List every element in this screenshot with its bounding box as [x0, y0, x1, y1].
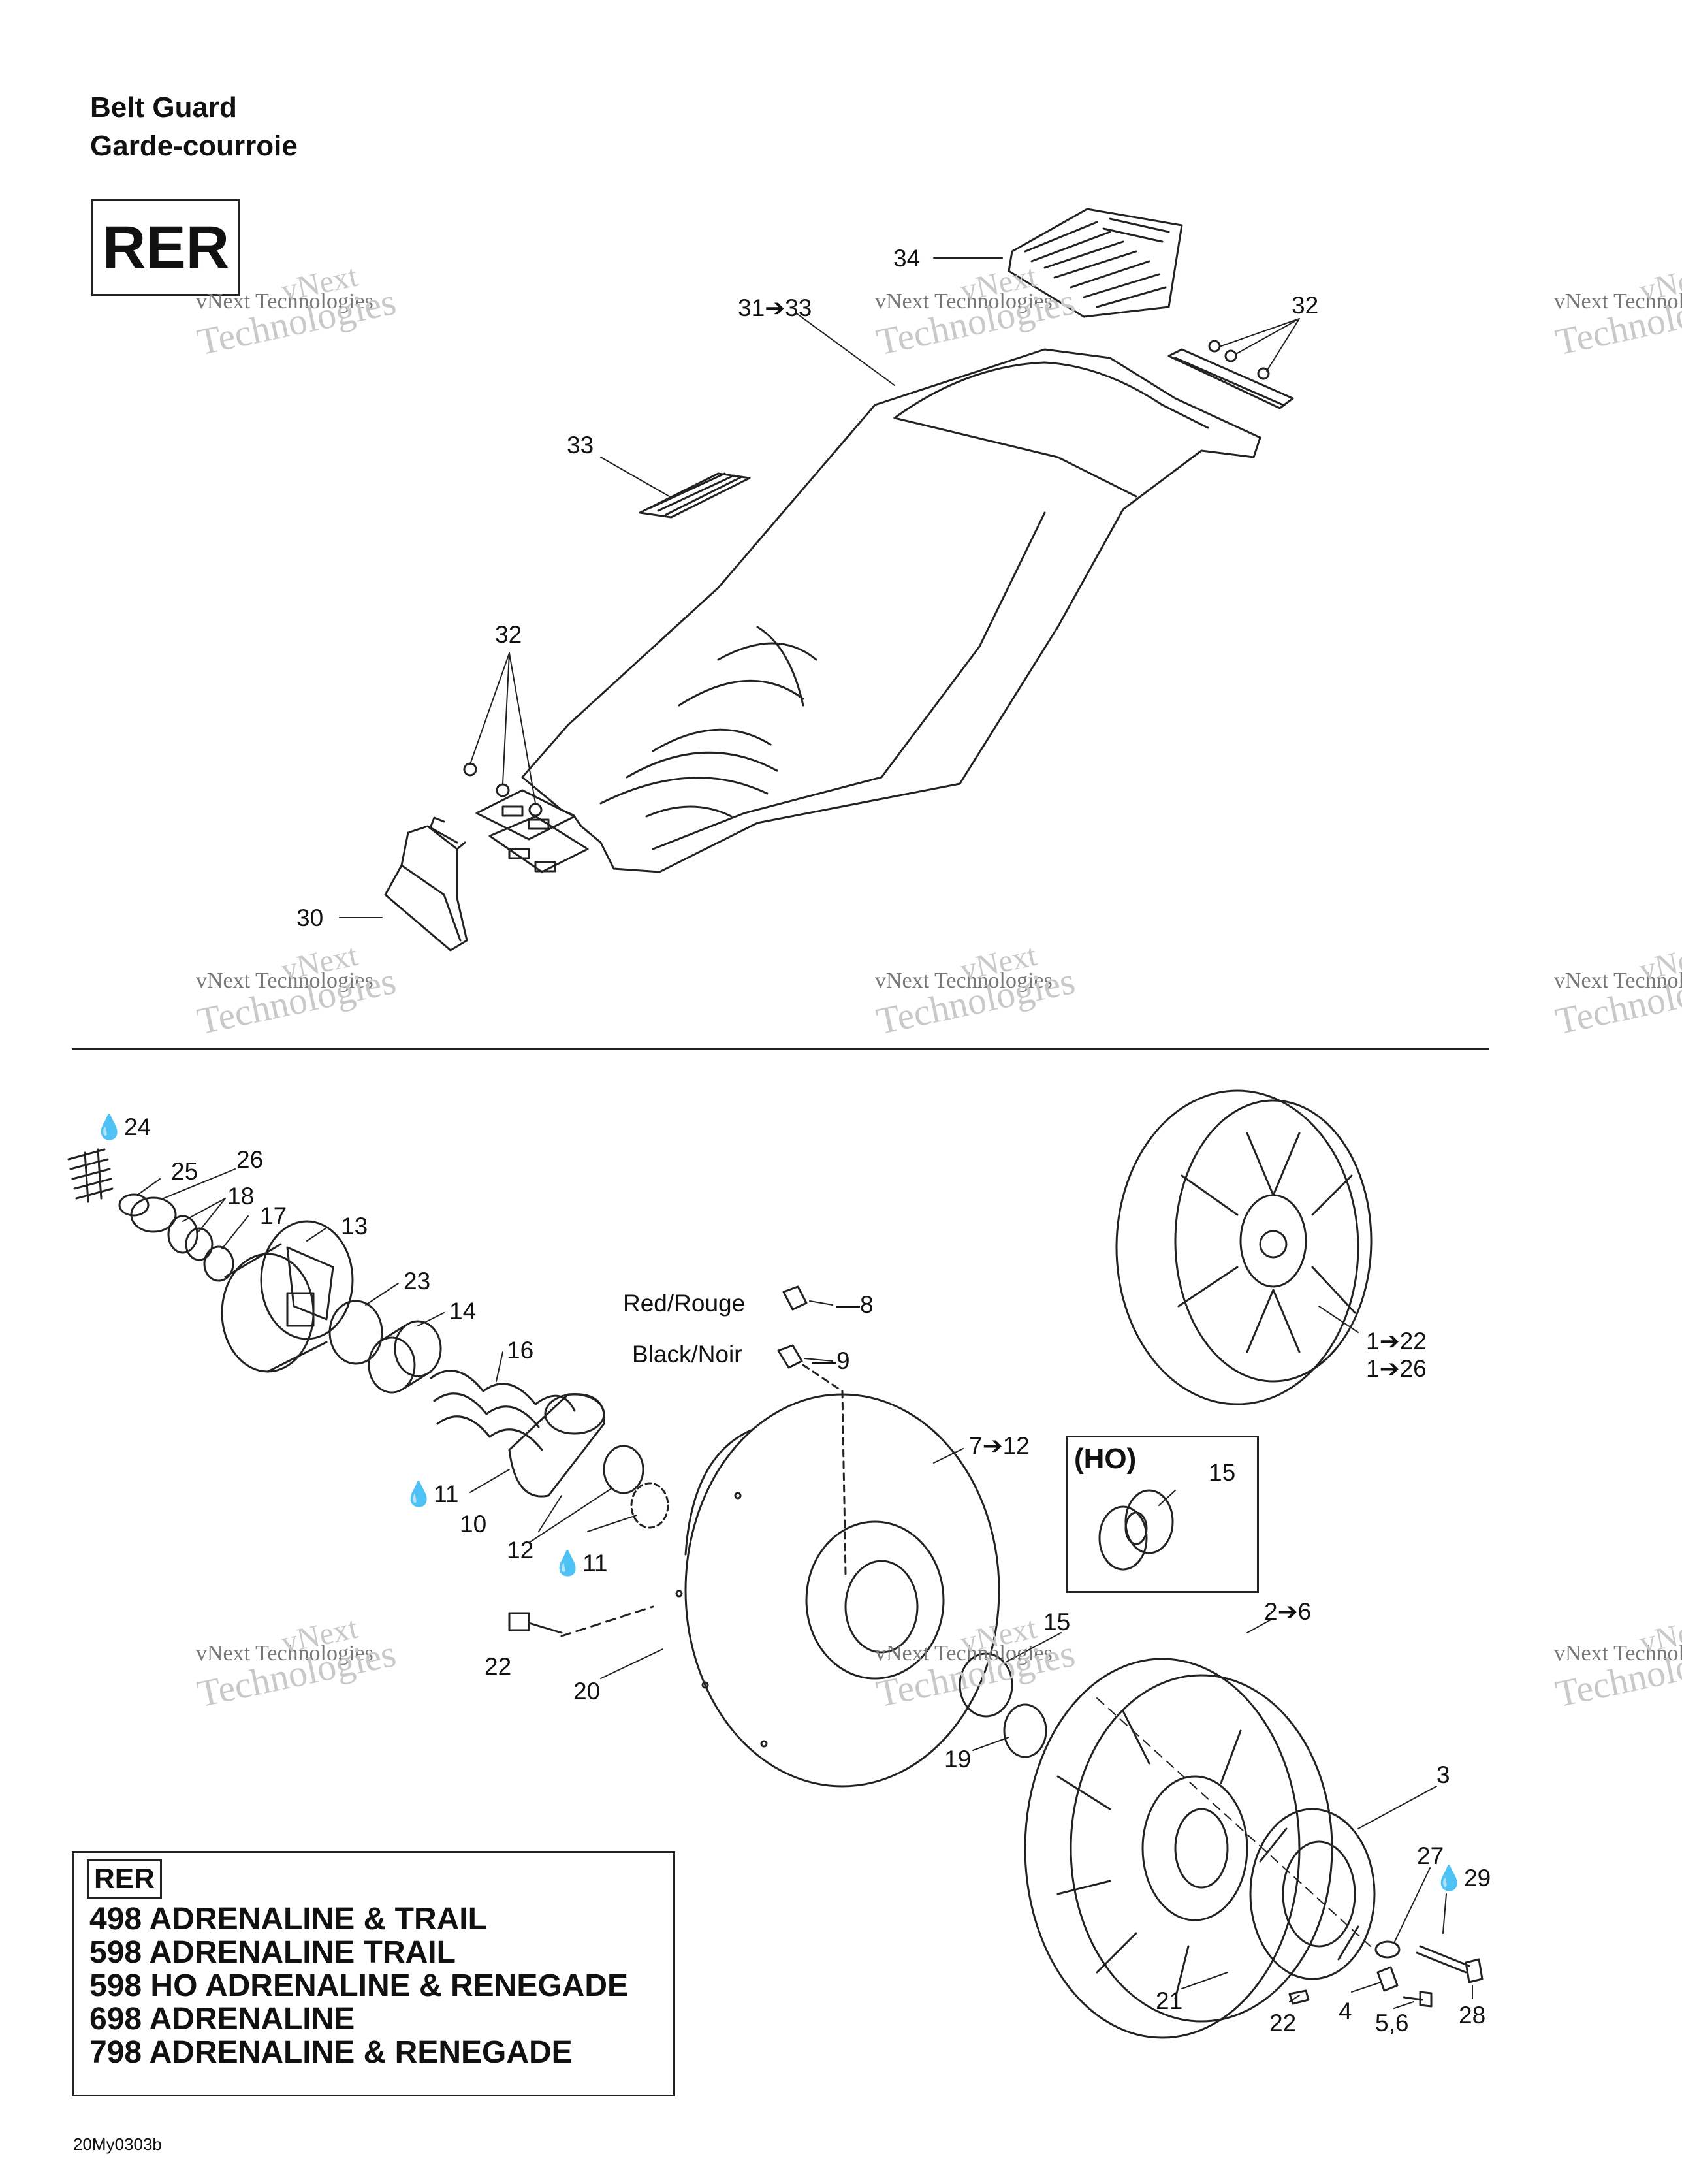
- callout-1-26: 1➔26: [1366, 1355, 1427, 1382]
- callout-25: 25: [171, 1158, 198, 1185]
- callout-1-22: 1➔22: [1366, 1328, 1427, 1355]
- wire-8-9: [802, 1364, 847, 1575]
- bolt-28: [1416, 1945, 1484, 1983]
- model-item: 698 ADRENALINE: [89, 2002, 355, 2036]
- callout-8: —8: [836, 1291, 874, 1318]
- model-item: 798 ADRENALINE & RENEGADE: [89, 2035, 573, 2070]
- spring-16: [430, 1370, 576, 1451]
- callout-32-top: 32: [1292, 292, 1319, 319]
- callout-12: 12: [507, 1537, 534, 1564]
- washer-25: [118, 1193, 150, 1217]
- washer-18b: [185, 1227, 214, 1261]
- ho-variant-box: (HO) 15: [1066, 1436, 1259, 1593]
- callout-16: 16: [507, 1337, 534, 1364]
- screw-22b: [1288, 1989, 1310, 2005]
- slider-4: [1376, 1966, 1399, 1992]
- callout-27: 27: [1417, 1842, 1444, 1869]
- callout-2-6: 2➔6: [1264, 1598, 1312, 1625]
- callout-29: 💧29: [1434, 1865, 1491, 1891]
- driven-pulley-1: [1115, 1089, 1373, 1405]
- callout-19: 19: [944, 1746, 972, 1773]
- callout-34: 34: [893, 245, 921, 272]
- callout-5-6: 5,6: [1375, 2010, 1409, 2036]
- callout-24-text: 24: [124, 1114, 151, 1140]
- model-item: 598 ADRENALINE TRAIL: [89, 1935, 456, 1970]
- movable-half-2: [1024, 1658, 1333, 2039]
- o-ring-11: [630, 1482, 669, 1529]
- belt-guard-cover: [521, 348, 1262, 873]
- callout-30: 30: [296, 905, 324, 931]
- callout-22-left: 22: [484, 1653, 512, 1680]
- title-en: Belt Guard: [90, 91, 237, 123]
- callout-11-right: 💧11: [552, 1550, 608, 1577]
- support-bracket-30: [384, 816, 468, 952]
- washer-15: [959, 1652, 1013, 1718]
- model-applicability-box: RER 498 ADRENALINE & TRAIL 598 ADRENALIN…: [72, 1851, 675, 2096]
- ring-23: [328, 1300, 383, 1365]
- model-tag: RER: [87, 1859, 162, 1899]
- callout-28: 28: [1459, 2002, 1486, 2029]
- washer-26: [130, 1196, 177, 1233]
- screw-5-6: [1403, 1991, 1433, 2008]
- callout-9: —9: [812, 1347, 850, 1374]
- label-red-rouge: Red/Rouge: [623, 1290, 746, 1317]
- callout-21: 21: [1156, 1987, 1183, 2014]
- ho-title: (HO): [1074, 1443, 1137, 1475]
- cover-10: [508, 1393, 605, 1498]
- label-decal-33: [639, 472, 751, 519]
- callout-9-text: 9: [836, 1347, 850, 1374]
- callout-24: 💧24: [94, 1114, 151, 1140]
- callout-32-bottom: 32: [495, 621, 522, 648]
- callout-15-washer: 15: [1043, 1609, 1071, 1635]
- terminal-9: [777, 1344, 803, 1369]
- callout-23: 23: [404, 1268, 431, 1294]
- callout-17: 17: [260, 1202, 287, 1229]
- callout-20: 20: [573, 1678, 601, 1705]
- label-black-noir: Black/Noir: [632, 1341, 742, 1368]
- retainer-bracket-top: [1167, 340, 1294, 410]
- callout-8-text: 8: [860, 1291, 874, 1318]
- o-ring-12: [603, 1445, 644, 1494]
- model-badge: RER: [91, 199, 240, 296]
- model-item: 498 ADRENALINE & TRAIL: [89, 1902, 487, 1936]
- axis-line: [1096, 1697, 1378, 1953]
- callout-11-left: 💧11: [404, 1481, 459, 1507]
- model-item: 598 HO ADRENALINE & RENEGADE: [89, 1968, 629, 2003]
- callout-22-right: 22: [1269, 2010, 1297, 2036]
- ring-17: [203, 1245, 234, 1282]
- bushing-15-ho: [1098, 1489, 1174, 1571]
- screw-22a: [508, 1605, 654, 1637]
- callout-11-left-text: 11: [434, 1481, 459, 1507]
- spring-24: [67, 1148, 114, 1203]
- callout-11-right-text: 11: [582, 1550, 608, 1577]
- ring-19: [1003, 1703, 1047, 1758]
- callout-31-33: 31➔33: [738, 295, 812, 321]
- callout-14: 14: [449, 1298, 477, 1325]
- washer-18a: [167, 1215, 198, 1254]
- callout-7-12: 7➔12: [969, 1432, 1030, 1459]
- spider-13: [221, 1220, 354, 1373]
- model-list: 498 ADRENALINE & TRAIL 598 ADRENALINE TR…: [89, 1903, 628, 2069]
- title-fr: Garde-courroie: [90, 130, 298, 162]
- callout-3: 3: [1436, 1761, 1450, 1788]
- fixed-half-7: [675, 1393, 1000, 1788]
- terminal-8: [782, 1285, 808, 1311]
- label-decal-34: [1008, 208, 1183, 318]
- callout-26: 26: [236, 1146, 264, 1173]
- reference-code: 20My0303b: [73, 2134, 162, 2154]
- upper-leaders: [339, 257, 1300, 918]
- callout-10: 10: [460, 1511, 487, 1537]
- callout-29-text: 29: [1464, 1865, 1491, 1891]
- bushing-14: [368, 1320, 442, 1394]
- lower-leaders: [136, 1168, 1473, 2009]
- callout-18: 18: [227, 1183, 255, 1210]
- section-divider: [72, 1048, 1489, 1050]
- callout-4: 4: [1339, 1998, 1352, 2025]
- washer-27: [1374, 1940, 1401, 1959]
- callout-13: 13: [341, 1213, 368, 1240]
- callout-33: 33: [567, 432, 594, 458]
- callout-15-ho: 15: [1209, 1459, 1236, 1486]
